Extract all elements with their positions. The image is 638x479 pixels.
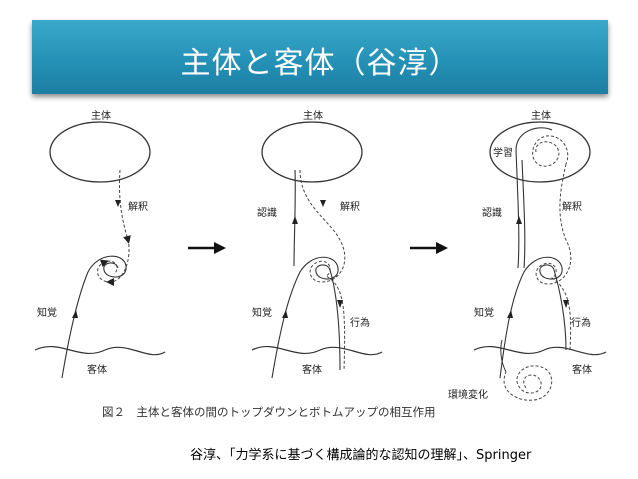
label-subject: 主体 xyxy=(303,110,323,122)
cognition-path xyxy=(515,127,553,269)
label-interpretation: 解釈 xyxy=(128,200,148,213)
cognition-path-2 xyxy=(521,159,526,269)
env-change-spiral xyxy=(503,365,553,401)
learning-spiral xyxy=(532,135,569,167)
label-perception: 知覚 xyxy=(252,306,272,319)
title-banner: 主体と客体（谷淳） xyxy=(32,20,608,94)
label-object: 客体 xyxy=(572,363,592,376)
label-cognition: 認識 xyxy=(482,206,502,219)
subject-object-diagram: 主体 解釈 知覚 客体 主体 解釈 認識 知覚 行為 客体 xyxy=(34,110,607,419)
action-arrowhead xyxy=(563,300,569,308)
perception-arrowhead xyxy=(282,310,288,318)
interpretation-path xyxy=(299,169,346,371)
transition-arrow-1 xyxy=(188,242,226,254)
figure-caption: 図２ 主体と客体の間のトップダウンとボトムアップの相互作用 xyxy=(102,405,436,419)
label-perception: 知覚 xyxy=(37,306,57,319)
panel-3: 主体 学習 解釈 認識 知覚 行為 客体 環境変化 xyxy=(448,110,607,401)
object-wave xyxy=(34,345,166,356)
perception-path xyxy=(61,255,127,379)
env-change-line xyxy=(500,339,507,373)
label-subject: 主体 xyxy=(531,110,551,122)
object-wave xyxy=(251,345,383,356)
panel-1: 主体 解釈 知覚 客体 xyxy=(34,110,166,379)
object-wave xyxy=(473,345,607,356)
cognition-arrowhead xyxy=(516,216,522,224)
perception-arrowhead xyxy=(507,310,513,318)
citation: 谷淳、「力学系に基づく構成論的な認知の理解」、Springer xyxy=(190,448,532,463)
label-object: 客体 xyxy=(87,363,107,376)
interpretation-path xyxy=(535,163,572,351)
interpretation-arrowhead xyxy=(320,200,326,207)
perception-path xyxy=(271,256,341,379)
slide-title: 主体と客体（谷淳） xyxy=(180,46,460,81)
label-action: 行為 xyxy=(571,316,591,329)
perception-arrowhead xyxy=(72,310,78,318)
cognition-arrowhead xyxy=(292,216,298,224)
interpretation-path xyxy=(97,169,131,286)
label-object: 客体 xyxy=(302,363,322,376)
label-interpretation: 解釈 xyxy=(562,200,582,213)
label-perception: 知覚 xyxy=(474,306,494,319)
label-env-change: 環境変化 xyxy=(448,388,488,401)
subject-ellipse xyxy=(49,121,151,183)
perception-path xyxy=(499,256,567,379)
subject-ellipse xyxy=(261,121,363,183)
panel-2: 主体 解釈 認識 知覚 行為 客体 xyxy=(251,110,383,379)
interpretation-arrowhead xyxy=(115,200,121,207)
label-cognition: 認識 xyxy=(257,206,277,219)
label-action: 行為 xyxy=(350,316,370,329)
transition-arrow-2 xyxy=(410,242,448,254)
subject-ellipse xyxy=(489,121,591,183)
label-interpretation: 解釈 xyxy=(340,200,360,213)
label-learning: 学習 xyxy=(493,146,513,159)
label-subject: 主体 xyxy=(91,110,111,122)
action-arrowhead xyxy=(337,300,343,308)
